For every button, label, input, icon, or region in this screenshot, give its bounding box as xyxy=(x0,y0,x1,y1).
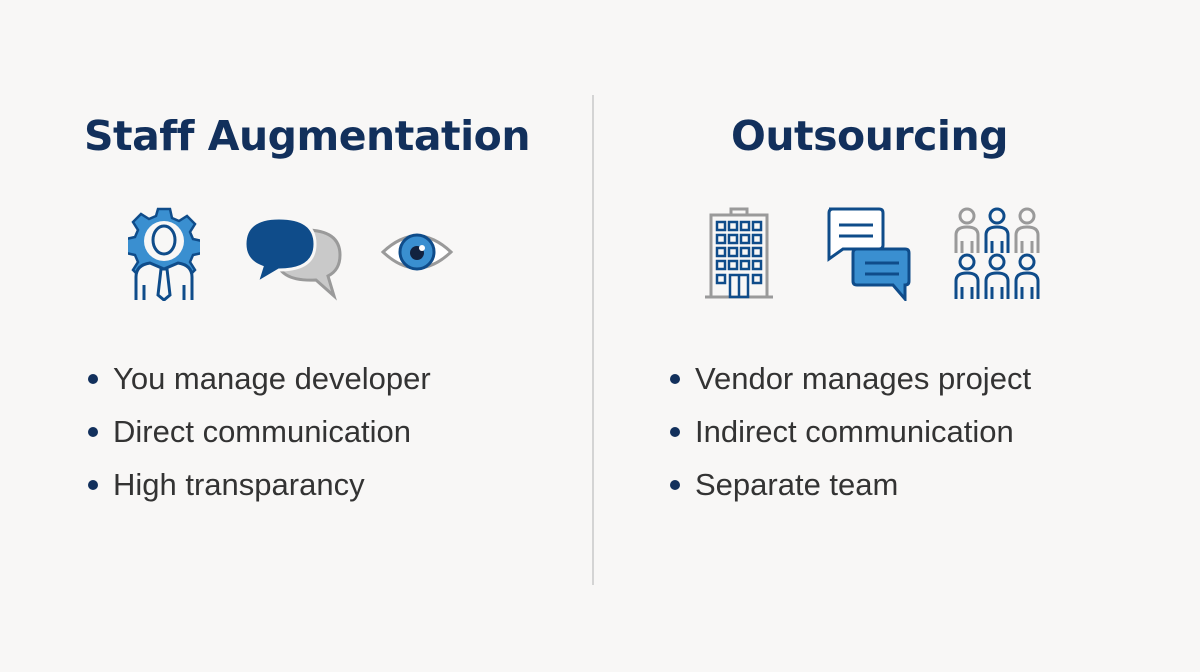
bullet-icon xyxy=(670,374,680,384)
bullet-icon xyxy=(670,480,680,490)
bullet-text: You manage developer xyxy=(113,361,431,396)
speech-bubbles-icon xyxy=(243,216,342,301)
chat-messages-icon xyxy=(827,207,911,301)
person-gear-icon xyxy=(128,207,200,301)
eye-icon xyxy=(380,233,454,271)
divider xyxy=(592,95,594,585)
office-building-icon xyxy=(705,207,773,299)
list-item: Indirect communication xyxy=(668,411,1031,464)
list-item: Direct communication xyxy=(86,411,431,464)
team-group-icon xyxy=(954,207,1040,299)
list-item: You manage developer xyxy=(86,358,431,411)
bullet-text: Separate team xyxy=(695,467,899,502)
list-item: High transparancy xyxy=(86,464,431,517)
bullet-text: Vendor manages project xyxy=(695,361,1032,396)
left-bullet-list: You manage developer Direct communicatio… xyxy=(86,358,431,517)
bullet-icon xyxy=(670,427,680,437)
right-title: Outsourcing xyxy=(731,112,1009,160)
list-item: Separate team xyxy=(668,464,1031,517)
left-title: Staff Augmentation xyxy=(84,112,531,160)
bullet-text: High transparancy xyxy=(113,467,365,502)
right-bullet-list: Vendor manages project Indirect communic… xyxy=(668,358,1031,517)
bullet-icon xyxy=(88,374,98,384)
bullet-text: Indirect communication xyxy=(695,414,1014,449)
list-item: Vendor manages project xyxy=(668,358,1031,411)
bullet-icon xyxy=(88,427,98,437)
bullet-text: Direct communication xyxy=(113,414,412,449)
bullet-icon xyxy=(88,480,98,490)
